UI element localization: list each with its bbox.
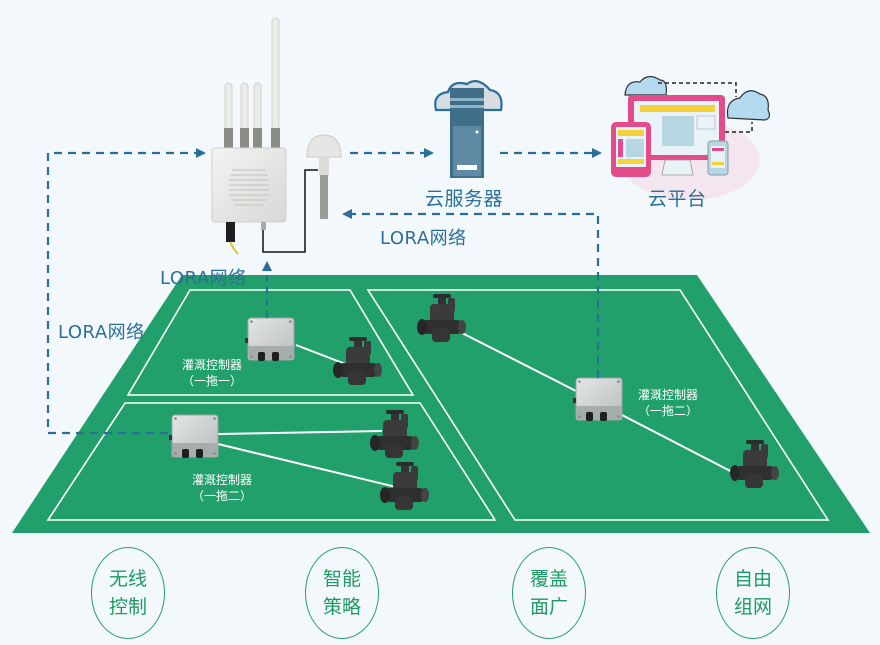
controller-label-2: 灌溉控制器 （一拖二）	[182, 472, 262, 504]
controller-mode: （一拖二）	[637, 404, 698, 418]
controller-label-1: 灌溉控制器 （一拖一）	[172, 357, 252, 389]
cloud-server-label: 云服务器	[425, 188, 504, 210]
plot-bottom-left	[46, 402, 497, 521]
controller-name: 灌溉控制器	[191, 473, 252, 487]
lora-link-left	[46, 148, 206, 435]
feature-badge-smart-strategy: 智能 策略	[305, 547, 379, 639]
feature-badge-free-networking: 自由 组网	[716, 547, 790, 639]
cloud-server-icon	[434, 79, 503, 178]
feature-badge-wireless-control: 无线 控制	[91, 547, 165, 639]
feature-line: 覆盖	[529, 568, 568, 590]
lora-label-center: LORA网络	[160, 268, 247, 289]
irrigation-controller-box[interactable]	[244, 317, 295, 362]
feature-line: 控制	[108, 596, 147, 618]
feature-line: 策略	[322, 596, 361, 618]
wire	[217, 430, 383, 435]
feature-badge-wide-coverage: 覆盖 面广	[512, 547, 586, 639]
feature-line: 自由	[733, 568, 772, 590]
irrigation-controller-box[interactable]	[572, 377, 623, 422]
cloud-platform-label: 云平台	[648, 188, 707, 210]
wire	[621, 414, 741, 477]
irrigation-controller-box[interactable]	[168, 414, 219, 459]
controller-name: 灌溉控制器	[181, 358, 242, 372]
wire	[459, 331, 579, 393]
wire	[217, 443, 397, 488]
feature-line: 面广	[529, 596, 568, 618]
controller-mode: （一拖二）	[191, 489, 252, 503]
plot-right	[366, 289, 830, 521]
lora-label-left: LORA网络	[58, 322, 145, 343]
feature-line: 组网	[733, 596, 772, 618]
cloud-platform-icon	[611, 75, 771, 200]
feature-line: 智能	[322, 568, 361, 590]
lora-label-right: LORA网络	[380, 228, 467, 249]
controller-label-3: 灌溉控制器 （一拖二）	[628, 387, 708, 419]
plot-top-left	[126, 289, 415, 396]
controller-mode: （一拖一）	[181, 374, 242, 388]
controller-name: 灌溉控制器	[637, 388, 698, 402]
feature-line: 无线	[108, 568, 147, 590]
lora-gateway[interactable]	[211, 17, 342, 255]
wire	[295, 344, 349, 366]
